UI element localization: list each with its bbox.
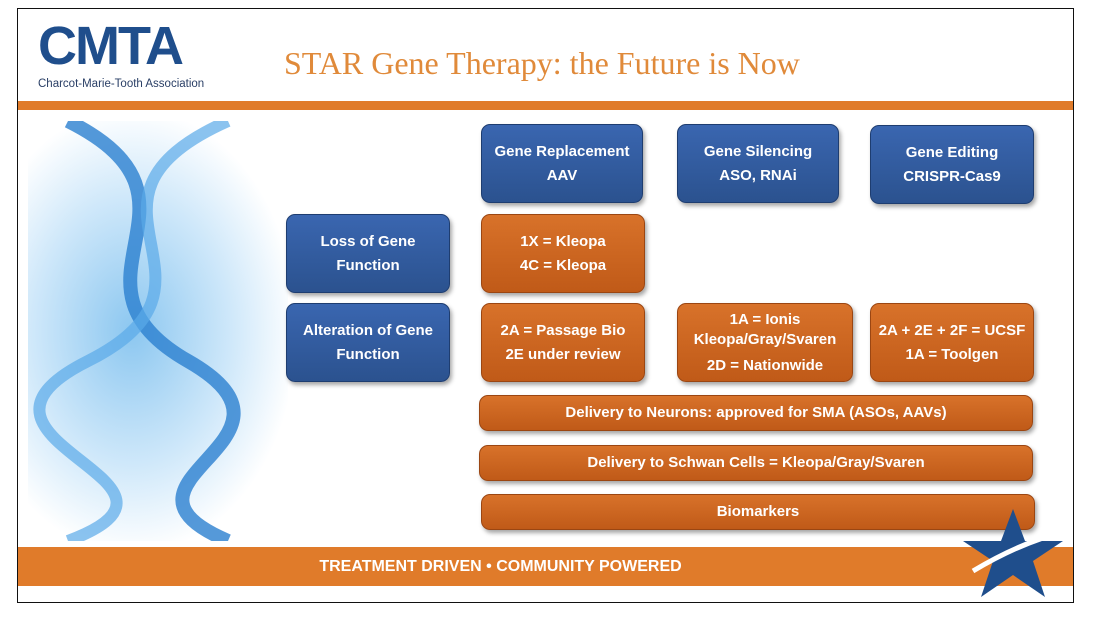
bar-delivery-schwann-cells: Delivery to Schwan Cells = Kleopa/Gray/S… bbox=[479, 445, 1033, 481]
bar-delivery-neurons: Delivery to Neurons: approved for SMA (A… bbox=[479, 395, 1033, 431]
column-line: Gene Editing bbox=[905, 143, 999, 161]
cell-alteration-replacement: 2A = Passage Bio 2E under review bbox=[481, 303, 645, 382]
bar-biomarkers: Biomarkers bbox=[481, 494, 1035, 530]
cell-alteration-editing: 2A + 2E + 2F = UCSF 1A = Toolgen bbox=[870, 303, 1034, 382]
star-icon bbox=[963, 509, 1069, 597]
row-line: Loss of Gene bbox=[320, 232, 416, 250]
logo-text: CMTA bbox=[38, 16, 184, 76]
slide: CMTA Charcot-Marie-Tooth Association STA… bbox=[17, 8, 1074, 603]
slide-title: STAR Gene Therapy: the Future is Now bbox=[284, 45, 800, 81]
row-line: Alteration of Gene bbox=[302, 321, 433, 339]
row-line: Function bbox=[336, 345, 400, 363]
cell-loss-replacement: 1X = Kleopa 4C = Kleopa bbox=[481, 214, 645, 293]
column-line: Gene Silencing bbox=[703, 142, 813, 160]
column-line: AAV bbox=[546, 166, 578, 184]
cell-line: 2A + 2E + 2F = UCSF bbox=[878, 321, 1026, 339]
footer-tagline: TREATMENT DRIVEN • COMMUNITY POWERED bbox=[18, 547, 1073, 586]
cell-line: 2A = Passage Bio bbox=[500, 321, 626, 339]
dna-helix-image bbox=[28, 114, 288, 548]
cell-line: Kleopa/Gray/Svaren bbox=[693, 330, 837, 348]
cell-line: 4C = Kleopa bbox=[519, 256, 607, 274]
cell-line: 1A = Ionis bbox=[729, 310, 801, 328]
row-line: Function bbox=[336, 256, 400, 274]
cell-line: 1X = Kleopa bbox=[520, 232, 606, 250]
cell-line: 2D = Nationwide bbox=[706, 356, 824, 374]
bar-label: Delivery to Neurons: approved for SMA (A… bbox=[565, 404, 947, 421]
cmta-logo: CMTA Charcot-Marie-Tooth Association bbox=[38, 15, 204, 92]
bar-label: Biomarkers bbox=[716, 503, 800, 520]
bar-label: Delivery to Schwan Cells = Kleopa/Gray/S… bbox=[587, 454, 925, 471]
logo-subtitle: Charcot-Marie-Tooth Association bbox=[38, 78, 205, 91]
cell-line: 2E under review bbox=[505, 345, 621, 363]
column-line: ASO, RNAi bbox=[719, 166, 797, 184]
column-line: Gene Replacement bbox=[494, 142, 630, 160]
header-divider bbox=[18, 101, 1073, 110]
cell-line: 1A = Toolgen bbox=[905, 345, 999, 363]
column-line: CRISPR-Cas9 bbox=[903, 167, 1001, 185]
